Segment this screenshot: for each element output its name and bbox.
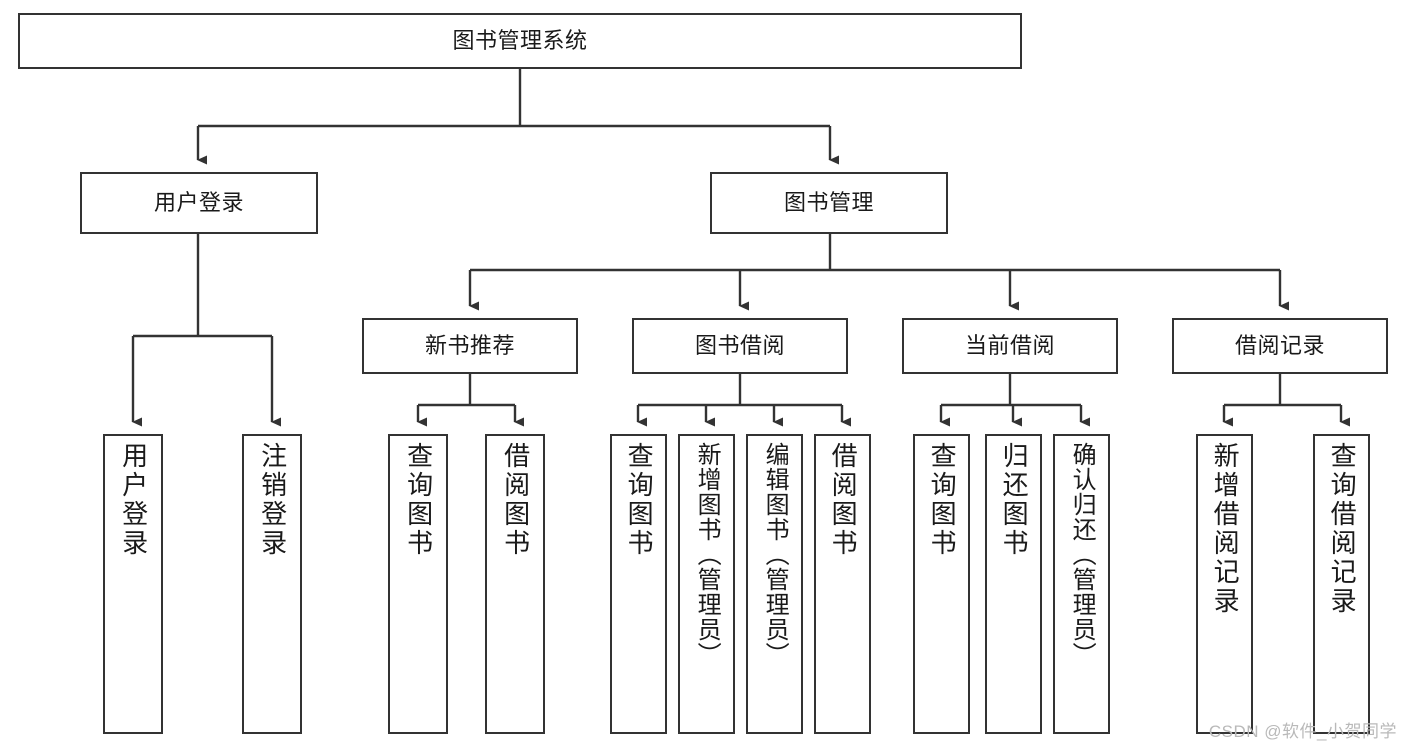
node-leaf-borrow-book-1[interactable]: 借阅图书 (485, 434, 545, 734)
node-leaf-logout-label: 注销登录 (257, 442, 288, 558)
node-leaf-query-book-2-label: 查询图书 (624, 442, 655, 558)
node-leaf-borrow-book-1-label: 借阅图书 (500, 442, 531, 558)
node-current-borrow[interactable]: 当前借阅 (902, 318, 1118, 374)
node-leaf-user-login-label: 用户登录 (118, 442, 149, 558)
node-leaf-add-book-label: 新增图书（管理员） (693, 442, 721, 667)
node-leaf-borrow-book-2-label: 借阅图书 (828, 442, 859, 558)
node-new-book-rec[interactable]: 新书推荐 (362, 318, 578, 374)
node-leaf-add-record[interactable]: 新增借阅记录 (1196, 434, 1253, 734)
node-leaf-add-book[interactable]: 新增图书（管理员） (678, 434, 735, 734)
node-book-borrow-label: 图书借阅 (694, 333, 785, 359)
node-leaf-query-book-2[interactable]: 查询图书 (610, 434, 667, 734)
node-leaf-return-book[interactable]: 归还图书 (985, 434, 1042, 734)
node-leaf-query-record[interactable]: 查询借阅记录 (1313, 434, 1370, 734)
node-borrow-record[interactable]: 借阅记录 (1172, 318, 1388, 374)
node-leaf-confirm-return[interactable]: 确认归还（管理员） (1053, 434, 1110, 734)
node-user-login[interactable]: 用户登录 (80, 172, 318, 234)
node-user-login-label: 用户登录 (153, 190, 244, 216)
node-leaf-user-login[interactable]: 用户登录 (103, 434, 163, 734)
node-book-manage-label: 图书管理 (783, 190, 874, 216)
node-leaf-add-record-label: 新增借阅记录 (1210, 442, 1241, 616)
node-leaf-edit-book[interactable]: 编辑图书（管理员） (746, 434, 803, 734)
node-new-book-rec-label: 新书推荐 (424, 333, 515, 359)
node-book-manage[interactable]: 图书管理 (710, 172, 948, 234)
node-root-label: 图书管理系统 (452, 28, 588, 54)
node-leaf-query-book-3[interactable]: 查询图书 (913, 434, 970, 734)
node-book-borrow[interactable]: 图书借阅 (632, 318, 848, 374)
node-leaf-confirm-return-label: 确认归还（管理员） (1068, 442, 1096, 667)
node-current-borrow-label: 当前借阅 (964, 333, 1055, 359)
node-leaf-edit-book-label: 编辑图书（管理员） (761, 442, 789, 667)
node-borrow-record-label: 借阅记录 (1234, 333, 1325, 359)
node-leaf-query-book-3-label: 查询图书 (927, 442, 958, 558)
node-leaf-query-record-label: 查询借阅记录 (1327, 442, 1358, 616)
node-root[interactable]: 图书管理系统 (18, 13, 1022, 69)
node-leaf-borrow-book-2[interactable]: 借阅图书 (814, 434, 871, 734)
node-leaf-query-book-1-label: 查询图书 (403, 442, 434, 558)
node-leaf-return-book-label: 归还图书 (999, 442, 1030, 558)
csdn-watermark: CSDN @软件_小贺同学 (1208, 722, 1397, 741)
node-leaf-logout[interactable]: 注销登录 (242, 434, 302, 734)
node-leaf-query-book-1[interactable]: 查询图书 (388, 434, 448, 734)
